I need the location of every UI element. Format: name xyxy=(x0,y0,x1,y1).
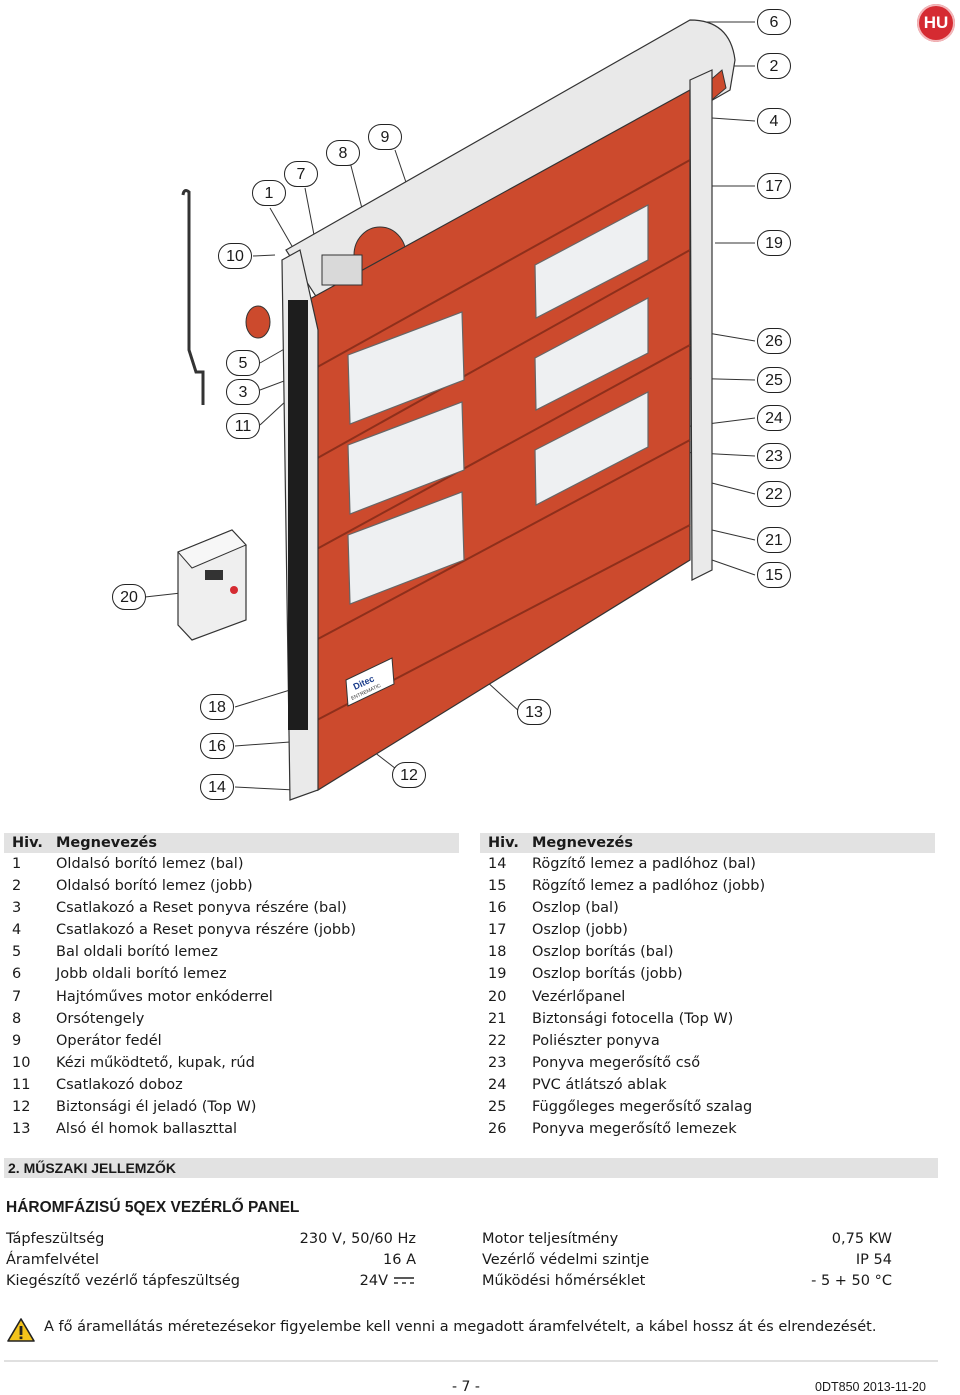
callout-5: 5 xyxy=(226,350,260,376)
callout-7: 7 xyxy=(284,161,318,187)
panel-title: HÁROMFÁZISÚ 5QEX VEZÉRLŐ PANEL xyxy=(6,1199,300,1216)
callout-4: 4 xyxy=(757,108,791,134)
dc-symbol-icon xyxy=(394,1277,414,1284)
callout-6: 6 xyxy=(757,9,791,35)
callout-22: 22 xyxy=(757,481,791,507)
table-header: Hiv. Megnevezés xyxy=(4,833,459,853)
callout-21: 21 xyxy=(757,527,791,553)
section-title: 2. MŰSZAKI JELLEMZŐK xyxy=(4,1158,938,1178)
header-name: Megnevezés xyxy=(532,835,633,851)
warning-icon xyxy=(7,1318,35,1342)
callout-12: 12 xyxy=(392,762,426,788)
callout-18: 18 xyxy=(200,694,234,720)
header-num: Hiv. xyxy=(488,835,519,851)
header-num: Hiv. xyxy=(12,835,43,851)
door-diagram: Ditec ENTREMATIC xyxy=(144,19,756,801)
header-name: Megnevezés xyxy=(56,835,157,851)
callout-25: 25 xyxy=(757,367,791,393)
callout-19: 19 xyxy=(757,230,791,256)
callout-20: 20 xyxy=(112,584,146,610)
callout-1: 1 xyxy=(252,180,286,206)
callout-2: 2 xyxy=(757,53,791,79)
doc-code: 0DT850 2013-11-20 xyxy=(815,1380,926,1394)
callout-26: 26 xyxy=(757,328,791,354)
language-badge: HU xyxy=(917,4,955,42)
callout-14: 14 xyxy=(200,774,234,800)
table-header: Hiv. Megnevezés xyxy=(480,833,935,853)
callout-16: 16 xyxy=(200,733,234,759)
callout-3: 3 xyxy=(226,379,260,405)
callout-17: 17 xyxy=(757,173,791,199)
warning-text: A fő áramellátás méretezésekor figyelemb… xyxy=(44,1319,877,1335)
callout-24: 24 xyxy=(757,405,791,431)
callout-8: 8 xyxy=(326,140,360,166)
callout-11: 11 xyxy=(226,413,260,439)
callout-15: 15 xyxy=(757,562,791,588)
page-number: - 7 - xyxy=(452,1379,480,1395)
callout-9: 9 xyxy=(368,124,402,150)
callout-23: 23 xyxy=(757,443,791,469)
spec-row: Működési hőmérséklet- 5 + 50 °C xyxy=(482,1273,892,1289)
callout-10: 10 xyxy=(218,243,252,269)
footer-divider xyxy=(4,1360,938,1362)
callout-13: 13 xyxy=(517,699,551,725)
